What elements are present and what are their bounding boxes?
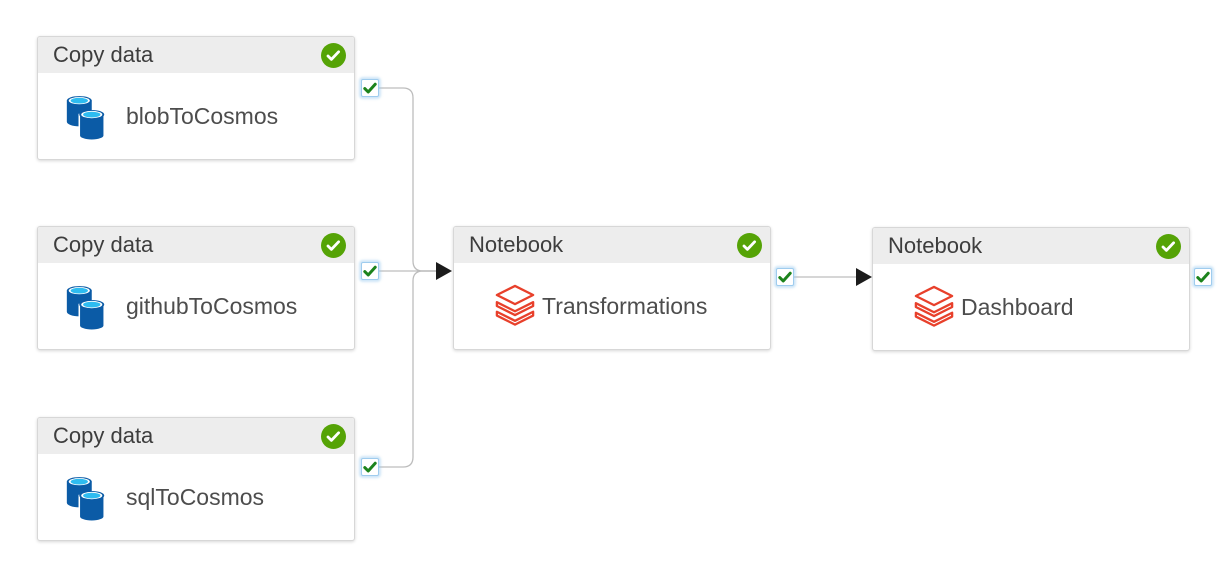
activity-header: Notebook	[873, 228, 1189, 264]
output-port-success-blobToCosmos[interactable]	[361, 79, 379, 97]
succeeded-status-icon	[321, 423, 346, 449]
success-check-icon	[363, 461, 377, 473]
success-check-icon	[363, 265, 377, 277]
activity-node-githubToCosmos[interactable]: Copy data githubToCosmos	[37, 226, 355, 350]
wire-sqlToCosmos-to-Transformations	[379, 270, 437, 468]
output-port-success-githubToCosmos[interactable]	[361, 262, 379, 280]
activity-type-label: Copy data	[53, 423, 154, 448]
activity-body: Transformations	[454, 263, 770, 349]
succeeded-status-icon	[321, 42, 346, 68]
activity-header: Copy data	[38, 418, 354, 454]
arrowhead-into-Transformations	[436, 262, 452, 280]
activity-header: Copy data	[38, 37, 354, 73]
output-port-success-Dashboard[interactable]	[1194, 268, 1212, 286]
arrowhead-into-Dashboard	[856, 268, 872, 286]
copy-data-icon	[66, 286, 105, 332]
activity-name-label: githubToCosmos	[126, 292, 298, 319]
databricks-notebook-icon	[495, 284, 535, 326]
copy-data-icon	[66, 96, 105, 142]
success-check-icon	[363, 82, 377, 94]
succeeded-status-icon	[321, 232, 346, 258]
activity-name-label: blobToCosmos	[126, 102, 279, 129]
activity-type-label: Copy data	[53, 42, 154, 67]
activity-type-label: Notebook	[888, 233, 983, 258]
success-check-icon	[1196, 271, 1210, 283]
activity-body: githubToCosmos	[38, 263, 354, 349]
succeeded-status-icon	[737, 232, 762, 258]
output-port-success-sqlToCosmos[interactable]	[361, 458, 379, 476]
activity-body: Dashboard	[873, 264, 1189, 350]
activity-type-label: Copy data	[53, 232, 154, 257]
databricks-notebook-icon	[914, 285, 954, 327]
activity-header: Copy data	[38, 227, 354, 263]
activity-header: Notebook	[454, 227, 770, 263]
output-port-success-Transformations[interactable]	[776, 268, 794, 286]
succeeded-status-icon	[1156, 233, 1181, 259]
activity-node-sqlToCosmos[interactable]: Copy data sqlToCosmos	[37, 417, 355, 541]
wire-blobToCosmos-to-Transformations	[379, 87, 437, 272]
activity-node-blobToCosmos[interactable]: Copy data blobToCosmos	[37, 36, 355, 160]
activity-name-label: Dashboard	[961, 293, 1074, 320]
copy-data-icon	[66, 477, 105, 523]
activity-name-label: sqlToCosmos	[126, 483, 265, 510]
activity-node-Transformations[interactable]: Notebook Transformations	[453, 226, 771, 350]
activity-type-label: Notebook	[469, 232, 564, 257]
activity-body: blobToCosmos	[38, 73, 354, 159]
success-check-icon	[778, 271, 792, 283]
activity-body: sqlToCosmos	[38, 454, 354, 540]
activity-node-Dashboard[interactable]: Notebook Dashboard	[872, 227, 1190, 351]
activity-name-label: Transformations	[542, 292, 708, 319]
